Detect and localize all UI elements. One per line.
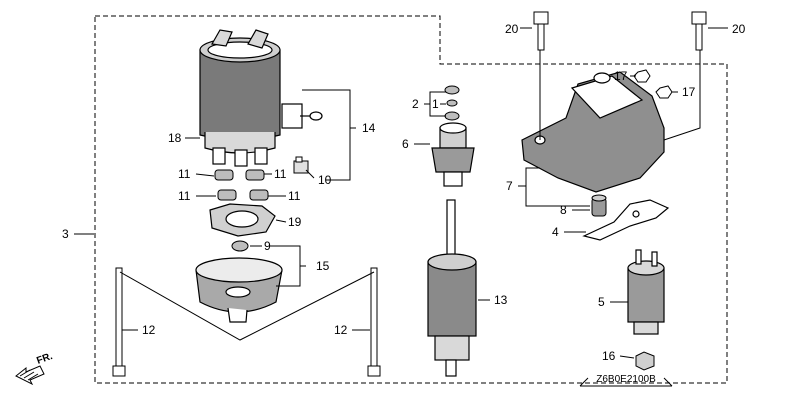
callout-14: 14 bbox=[362, 121, 376, 135]
callout-12-right: 12 bbox=[334, 323, 348, 337]
callout-8: 8 bbox=[560, 203, 567, 217]
assembly-boundary bbox=[94, 15, 728, 384]
direction-label: FR. bbox=[35, 351, 54, 367]
mounting-bolts bbox=[533, 11, 707, 51]
brush-holder-plate bbox=[209, 203, 276, 237]
through-bolts bbox=[112, 267, 381, 377]
callout-18: 18 bbox=[168, 131, 182, 145]
callout-20-left: 20 bbox=[505, 22, 519, 36]
bolt-bracket-lines bbox=[119, 271, 375, 341]
callout-20-right: 20 bbox=[732, 22, 746, 36]
callout-13: 13 bbox=[494, 293, 508, 307]
callout-11-b: 11 bbox=[274, 167, 287, 181]
callout-17-right: 17 bbox=[682, 85, 696, 99]
brush-springs bbox=[214, 169, 269, 201]
stator-housing bbox=[199, 29, 323, 167]
shift-lever bbox=[582, 199, 670, 241]
washer bbox=[231, 240, 249, 252]
rear-cover bbox=[195, 257, 283, 323]
callout-4: 4 bbox=[552, 225, 559, 239]
front-housing bbox=[521, 71, 665, 193]
brush bbox=[293, 156, 309, 174]
leader-lines bbox=[74, 27, 728, 359]
callout-16: 16 bbox=[602, 349, 616, 363]
retainer-set bbox=[444, 85, 460, 121]
front-direction-arrow-icon bbox=[15, 365, 45, 386]
seal bbox=[591, 194, 607, 217]
pinion-gear bbox=[431, 122, 475, 187]
callout-3: 3 bbox=[62, 227, 69, 241]
callout-10: 10 bbox=[318, 173, 332, 187]
callout-11-d: 11 bbox=[288, 189, 301, 203]
callout-19: 19 bbox=[288, 215, 302, 229]
callout-9: 9 bbox=[264, 239, 271, 253]
callout-7: 7 bbox=[506, 179, 513, 193]
solenoid-nut bbox=[635, 351, 655, 371]
callout-15: 15 bbox=[316, 259, 330, 273]
callout-1: 1 bbox=[432, 97, 439, 111]
callout-11-c: 11 bbox=[178, 189, 191, 203]
drawing-code-box bbox=[579, 377, 673, 387]
callout-6: 6 bbox=[402, 137, 409, 151]
callout-17-left: 17 bbox=[614, 69, 628, 83]
callout-2: 2 bbox=[412, 97, 419, 111]
callout-labels: 20 20 17 17 2 1 6 7 8 4 5 16 13 18 14 10… bbox=[62, 22, 746, 363]
armature bbox=[427, 199, 477, 377]
callout-12-left: 12 bbox=[142, 323, 156, 337]
callout-5: 5 bbox=[598, 295, 605, 309]
solenoid bbox=[627, 249, 665, 335]
drawing-code: Z6B0E2100B bbox=[596, 374, 656, 385]
callout-11-a: 11 bbox=[178, 167, 191, 181]
